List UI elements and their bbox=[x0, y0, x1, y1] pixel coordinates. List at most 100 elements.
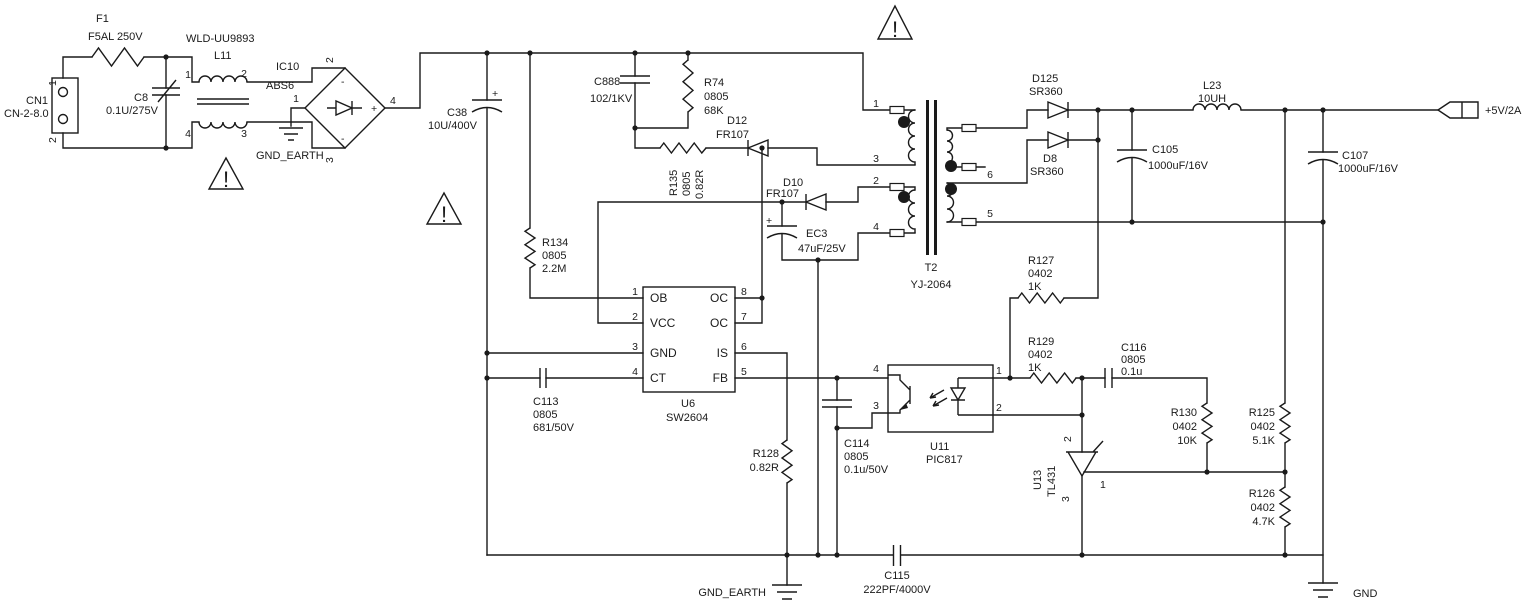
warning-exclamation-icon: ! bbox=[223, 167, 229, 192]
component-r135-resistor: R135 0805 0.82R bbox=[659, 141, 707, 199]
r129-value: 1K bbox=[1028, 362, 1042, 374]
f1-ref: F1 bbox=[96, 13, 109, 25]
diode-symbol bbox=[1047, 130, 1070, 150]
opto-body bbox=[887, 364, 994, 433]
component-r128-resistor: R128 0.82R bbox=[750, 439, 794, 484]
d125-part: SR360 bbox=[1029, 86, 1063, 98]
u6-pin-num-5: 5 bbox=[741, 366, 747, 378]
bridge-diode bbox=[327, 99, 362, 117]
polarity-dot bbox=[945, 160, 957, 172]
f1-value: F5AL 250V bbox=[88, 31, 143, 43]
diode-symbol bbox=[804, 192, 827, 212]
wire-tl431 bbox=[1081, 377, 1286, 556]
component-cn1-connector: CN1 CN-2-8.0 1 2 bbox=[4, 77, 79, 143]
u11-pin-1: 1 bbox=[996, 365, 1002, 377]
r128-value: 0.82R bbox=[750, 462, 779, 474]
c115-ref: C115 bbox=[884, 570, 909, 582]
l11-pin-3: 3 bbox=[241, 128, 247, 140]
c38-plus: + bbox=[492, 88, 498, 100]
component-c8-capacitor: C8 0.1U/275V bbox=[106, 79, 180, 117]
resistor-symbol bbox=[659, 141, 707, 155]
u13-pin-1: 1 bbox=[1100, 479, 1106, 491]
u6-pin-num-8: 8 bbox=[741, 286, 747, 298]
l11-pin-4: 4 bbox=[185, 128, 191, 140]
cn1-ref: CN1 bbox=[26, 95, 48, 107]
component-r129-resistor: R129 0402 1K bbox=[1028, 336, 1077, 385]
u6-pin-name-oc2: OC bbox=[710, 316, 728, 330]
wire-c116-r130 bbox=[1081, 377, 1208, 473]
warning-triangle: ! bbox=[876, 4, 914, 42]
cn1-pin-2: 2 bbox=[47, 137, 59, 143]
component-c105-capacitor: C105 1000uF/16V bbox=[1116, 144, 1209, 172]
component-r125-resistor: R125 0402 5.1K bbox=[1249, 402, 1292, 447]
earth-symbol bbox=[279, 127, 303, 141]
r126-pkg: 0402 bbox=[1251, 502, 1275, 514]
junction-dots bbox=[163, 50, 1326, 558]
wire-ac-input bbox=[62, 56, 346, 149]
r125-ref: R125 bbox=[1249, 407, 1275, 419]
r129-pkg: 0402 bbox=[1028, 349, 1052, 361]
wire-r127-feed bbox=[1009, 109, 1099, 379]
component-d10-diode: D10 FR107 bbox=[766, 177, 827, 212]
r127-value: 1K bbox=[1028, 281, 1042, 293]
u13-ref: U13 bbox=[1032, 470, 1044, 490]
component-r74-resistor: R74 0805 68K bbox=[681, 59, 728, 117]
transformer-core bbox=[934, 100, 937, 255]
component-c888-capacitor: C888 102/1KV bbox=[590, 75, 650, 105]
u11-part: PIC817 bbox=[926, 454, 963, 466]
r130-ref: R130 bbox=[1171, 407, 1197, 419]
warning-outline bbox=[425, 191, 463, 225]
d125-ref: D125 bbox=[1032, 73, 1058, 85]
earth-symbol bbox=[772, 584, 802, 600]
r130-pkg: 0402 bbox=[1173, 421, 1197, 433]
c107-value: 1000uF/16V bbox=[1338, 163, 1399, 175]
l11-pin-2: 2 bbox=[241, 68, 247, 80]
u11-pin-3: 3 bbox=[873, 400, 879, 412]
polarity-dot bbox=[898, 191, 910, 203]
capacitor-symbol bbox=[766, 225, 798, 239]
r135-pkg: 0805 bbox=[681, 172, 693, 196]
warning-triangle: ! bbox=[425, 191, 463, 227]
d10-ref: D10 bbox=[783, 177, 803, 189]
capacitor-symbol bbox=[1307, 151, 1339, 165]
c8-ref: C8 bbox=[134, 92, 148, 104]
capacitor-symbol bbox=[892, 545, 902, 566]
capacitor-symbol bbox=[620, 75, 650, 84]
c38-ref: C38 bbox=[447, 107, 467, 119]
c116-ref: C116 bbox=[1121, 342, 1146, 354]
component-u11-optocoupler: 4 3 1 2 U11 PIC817 bbox=[873, 363, 1002, 466]
u6-pin-name-oc1: OC bbox=[710, 291, 728, 305]
r125-value: 5.1K bbox=[1252, 435, 1275, 447]
u6-pin-name-ob: OB bbox=[650, 291, 667, 305]
pin-bead bbox=[889, 105, 905, 115]
u6-pin-num-3: 3 bbox=[632, 341, 638, 353]
u6-part: SW2604 bbox=[666, 412, 708, 424]
connector-body bbox=[51, 77, 79, 134]
wire-t2-primary-stubs bbox=[903, 109, 916, 234]
output-terminal: +5V/2A bbox=[1436, 101, 1522, 119]
resistor-symbol bbox=[1017, 291, 1065, 305]
t2-pin-1: 1 bbox=[873, 98, 879, 110]
wire-opto-emitter bbox=[836, 412, 889, 429]
wire-opto-led bbox=[992, 377, 1083, 416]
wire-r134-branch bbox=[529, 52, 644, 299]
l23-value: 10UH bbox=[1198, 93, 1226, 105]
component-c38-capacitor: + C38 10U/400V bbox=[428, 88, 503, 132]
component-u6-ic: OB VCC GND CT OC OC IS FB 1 2 3 4 8 7 6 … bbox=[632, 286, 747, 424]
capacitor-symbol bbox=[539, 368, 547, 388]
ic-body bbox=[642, 286, 736, 393]
choke-core bbox=[197, 98, 249, 105]
c105-ref: C105 bbox=[1152, 144, 1178, 156]
u11-ref: U11 bbox=[930, 441, 949, 453]
ic10-pin-4: 4 bbox=[390, 95, 396, 107]
pin-bead bbox=[961, 217, 977, 227]
d12-part: FR107 bbox=[716, 129, 749, 141]
ground-earth-symbol: GND_EARTH bbox=[698, 584, 802, 600]
component-f1-fuse: F1 F5AL 250V bbox=[88, 13, 145, 68]
r74-pkg: 0805 bbox=[704, 91, 728, 103]
c107-ref: C107 bbox=[1342, 150, 1368, 162]
component-r130-resistor: R130 0402 10K bbox=[1171, 402, 1214, 447]
gnd-earth-label: GND_EARTH bbox=[698, 587, 766, 599]
